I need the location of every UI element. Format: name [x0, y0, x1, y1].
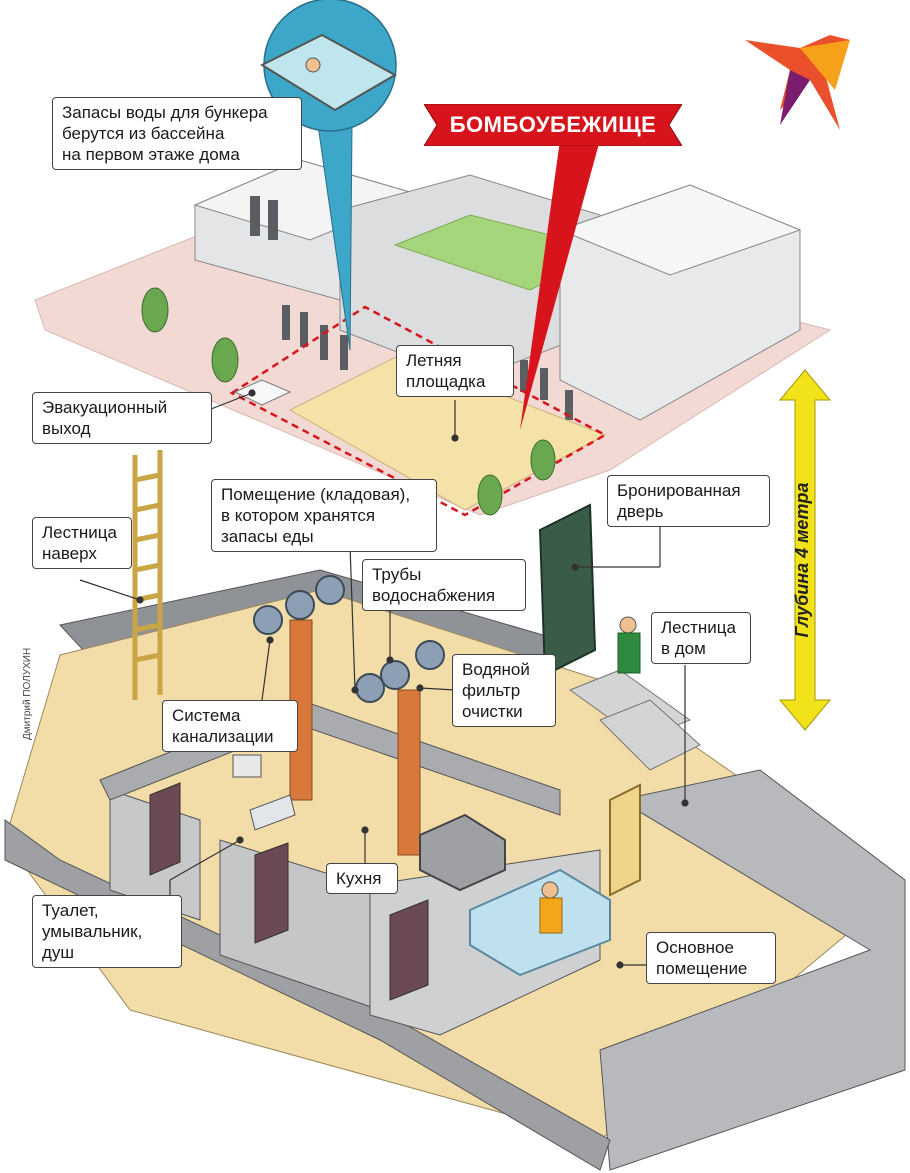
tree-icon	[141, 287, 556, 516]
toilet-icon	[232, 754, 262, 778]
swimmer-icon	[305, 57, 321, 73]
ladder-icon	[132, 450, 163, 700]
title-pointer	[520, 140, 600, 430]
label-ladder-up: Лестница наверх	[32, 517, 132, 569]
title-banner: БОМБОУБЕЖИЩЕ	[424, 104, 682, 146]
label-water-filter: Водяной фильтр очистки	[452, 654, 556, 727]
person-icon	[539, 616, 641, 934]
house-windows	[250, 196, 573, 420]
sink-icon	[249, 794, 296, 831]
label-toilet: Туалет, умывальник, душ	[32, 895, 182, 968]
label-water-pipes: Трубы водоснабжения	[362, 559, 526, 611]
label-storage: Помещение (кладовая), в котором хранятся…	[211, 479, 437, 552]
credit-text: Дмитрий ПОЛУХИН	[22, 647, 33, 740]
label-summer-area: Летняя площадка	[396, 345, 514, 397]
depth-label: Глубина 4 метра	[792, 482, 812, 638]
stove-icon	[419, 813, 506, 892]
label-stairs-home: Лестница в дом	[651, 612, 751, 664]
depth-arrow	[778, 369, 832, 731]
evac-hatch	[233, 379, 292, 406]
bird-logo-icon	[745, 35, 850, 130]
label-evac-exit: Эвакуационный выход	[32, 392, 212, 444]
pipes	[289, 619, 421, 856]
label-kitchen: Кухня	[326, 863, 398, 894]
label-sewage: Система канализации	[162, 700, 298, 752]
house-right-roof	[558, 184, 802, 276]
cabinet-icon	[609, 783, 641, 897]
pool-icon	[259, 33, 398, 112]
label-armored-door: Бронированная дверь	[607, 475, 770, 527]
basement-right-wall	[599, 769, 906, 1171]
label-water-pool: Запасы воды для бункера берутся из бассе…	[52, 97, 302, 170]
label-main-room: Основное помещение	[646, 932, 776, 984]
door-icon	[149, 782, 429, 1001]
summer-area	[288, 354, 607, 511]
pipe-valves	[253, 575, 445, 703]
page-title: БОМБОУБЕЖИЩЕ	[449, 112, 657, 137]
armored-door	[538, 503, 597, 677]
stairs	[568, 669, 701, 771]
